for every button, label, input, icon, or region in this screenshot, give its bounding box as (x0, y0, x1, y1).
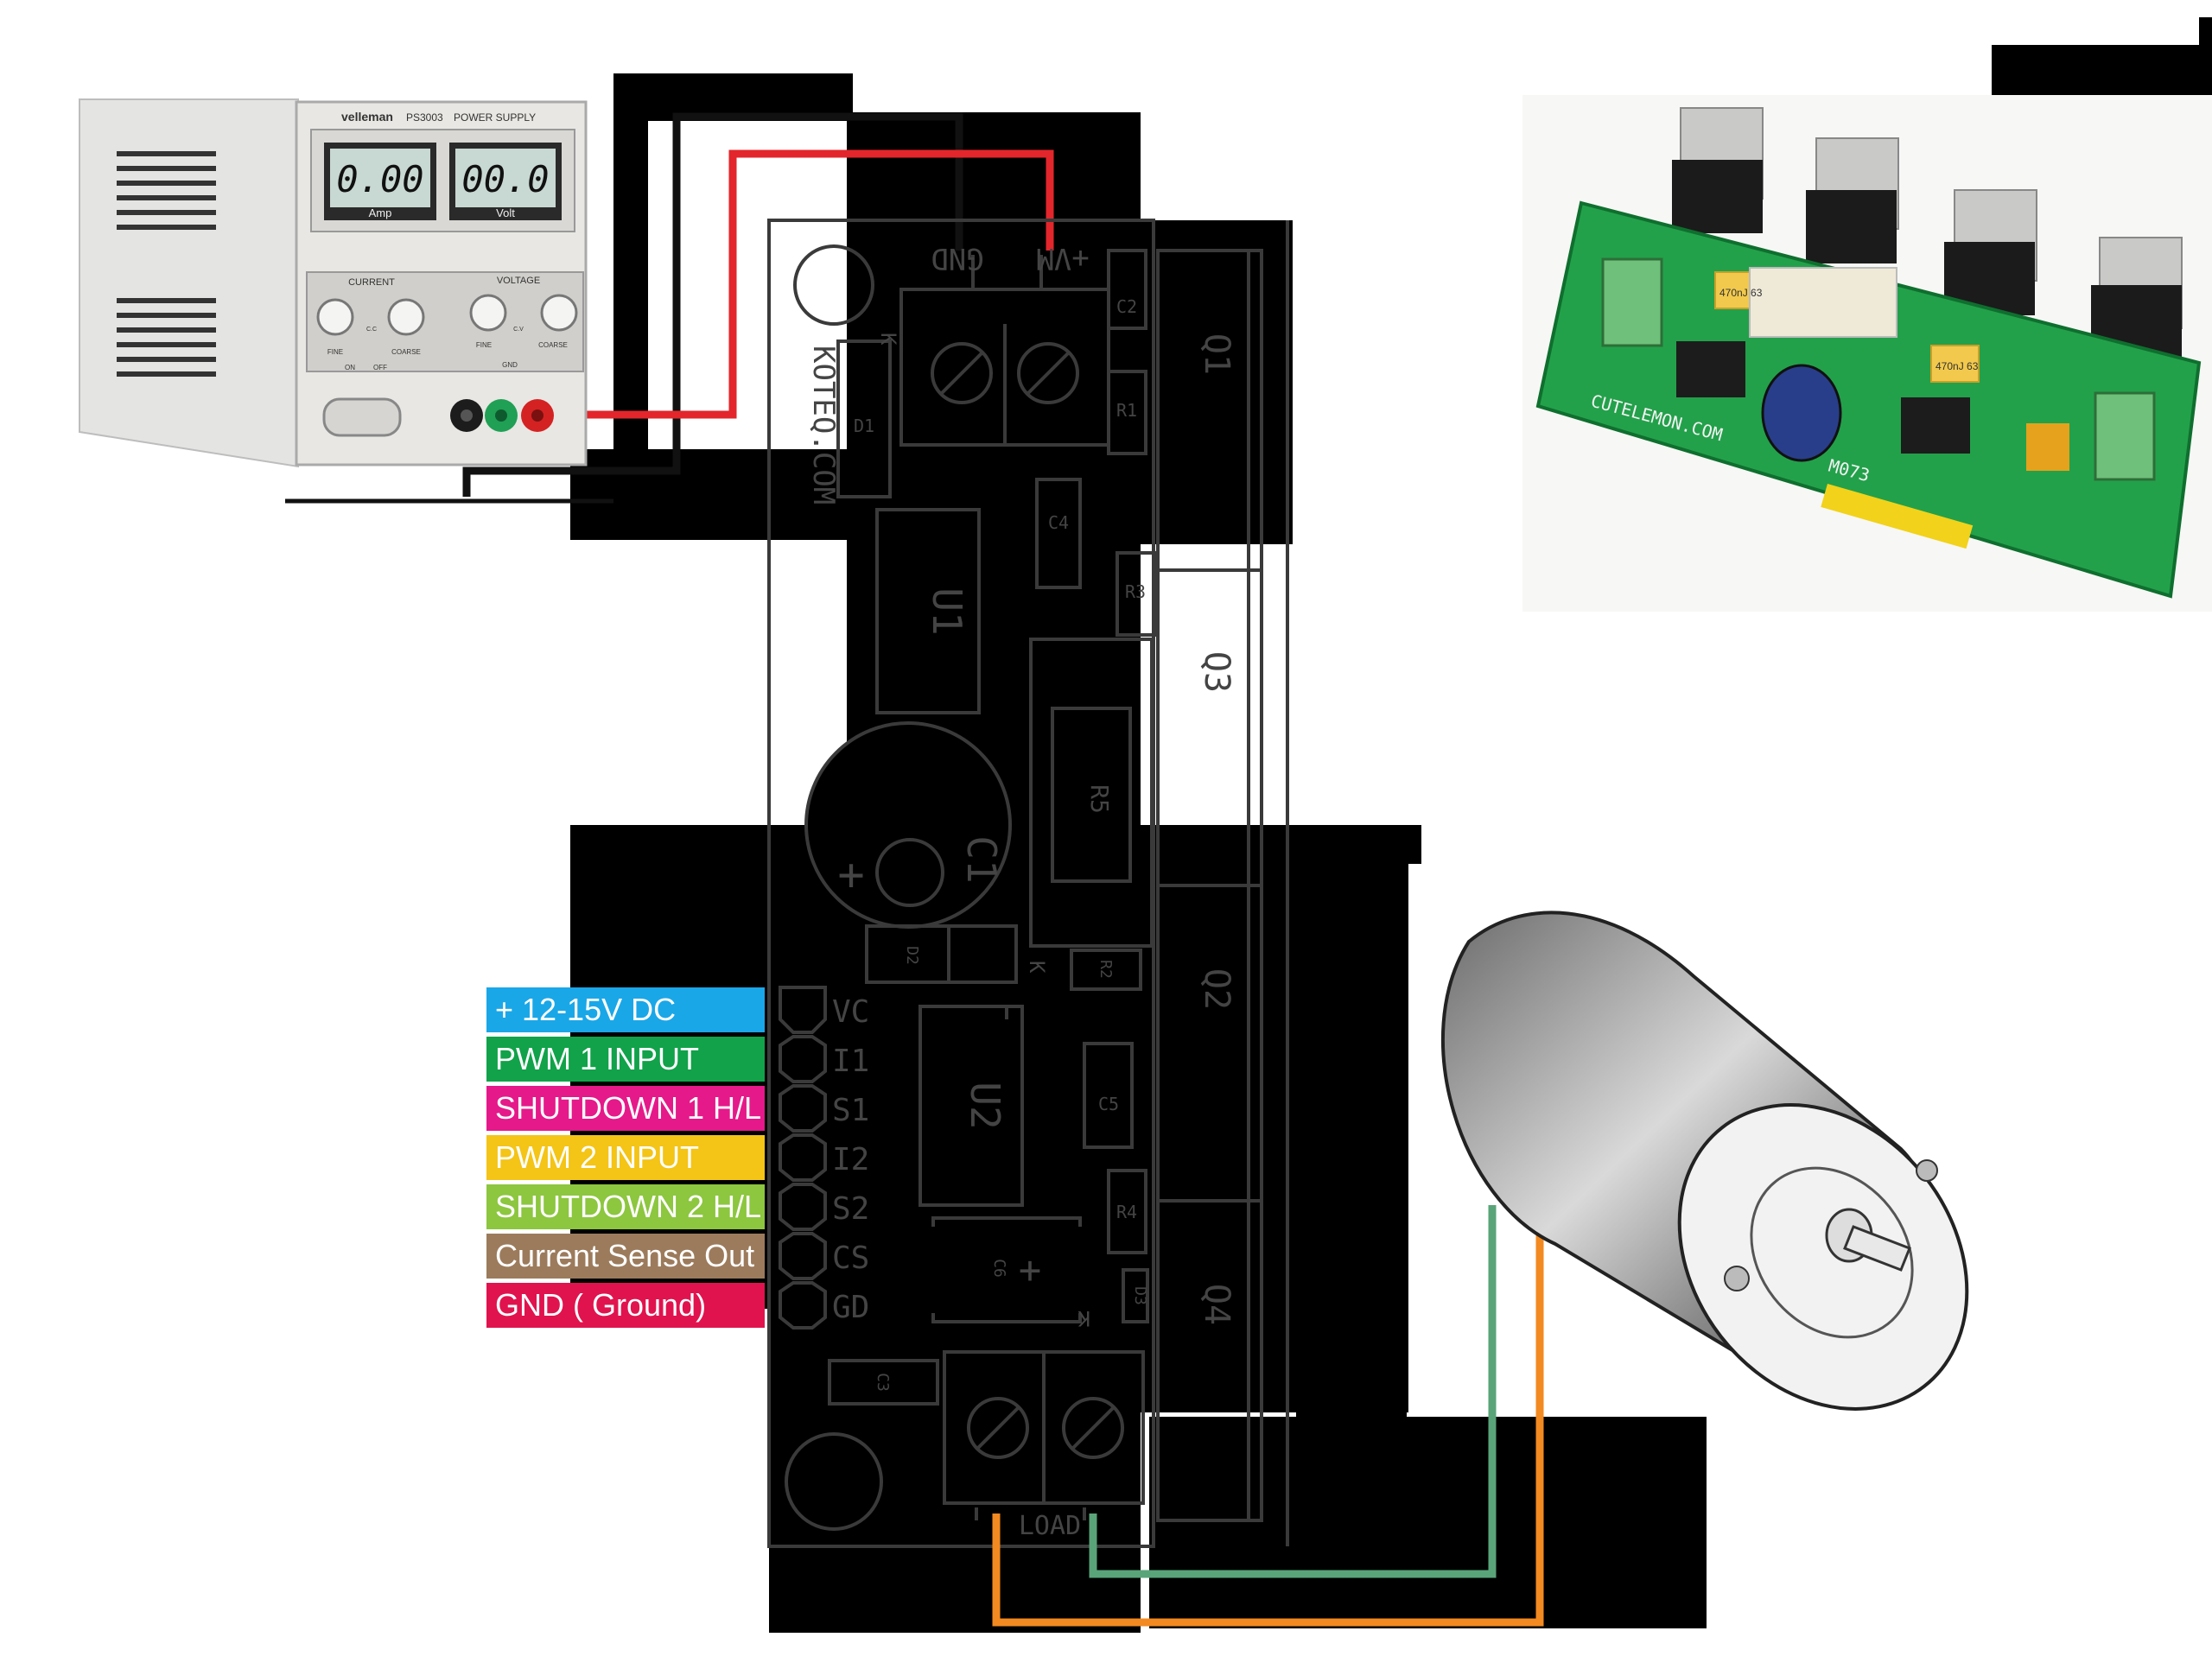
label-q4: Q4 (1197, 1284, 1236, 1325)
orange-wire (992, 1231, 1544, 1627)
black-wire (462, 112, 963, 497)
psu-voltage-label: VOLTAGE (497, 276, 540, 286)
k-mark-c6: K (1077, 1306, 1090, 1330)
pin-gd: GD (832, 1290, 869, 1325)
pin-label-text: GND ( Ground) (495, 1287, 707, 1323)
pin-label-color (486, 1086, 765, 1131)
header-pins (779, 986, 827, 1329)
pin-cs: CS (832, 1241, 869, 1276)
motor-wires (992, 1205, 1544, 1627)
psu-amp-display: 0.00 (336, 158, 423, 200)
pin-label-color (486, 1234, 765, 1279)
pin-label-row: GND ( Ground) (486, 1283, 765, 1328)
psu-gnd-label: GND (502, 361, 518, 369)
label-d1: D1 (854, 416, 874, 436)
label-d3: D3 (1131, 1286, 1149, 1305)
pin-label-text: SHUTDOWN 2 H/L (495, 1189, 762, 1224)
label-u2: U2 (962, 1082, 1008, 1129)
label-c2: C2 (1116, 296, 1137, 317)
label-q2: Q2 (1197, 968, 1236, 1010)
black-backdrop (570, 17, 2212, 1633)
psu-cc-label: C.C (366, 327, 377, 333)
label-c6: C6 (990, 1259, 1008, 1278)
plus-c6: + (1019, 1248, 1042, 1292)
pin-label-color (486, 1184, 765, 1229)
pin-label-row: PWM 2 INPUT (486, 1135, 765, 1180)
plus-c1: + (837, 849, 864, 901)
psu-on-label: ON (345, 364, 355, 371)
pin-label-row: + 12-15V DC (486, 987, 765, 1032)
label-r3: R3 (1125, 581, 1146, 602)
label-c3: C3 (874, 1373, 892, 1392)
label-r5: R5 (1085, 784, 1114, 814)
label-q1: Q1 (1197, 333, 1236, 375)
pin-label-row: SHUTDOWN 1 H/L (486, 1086, 765, 1131)
psu-vents (117, 151, 216, 377)
pin-label-text: SHUTDOWN 1 H/L (495, 1090, 762, 1126)
pcb-board (767, 219, 1289, 1548)
psu-coarse-label-1: COARSE (391, 348, 421, 356)
label-c1: C1 (958, 835, 1005, 883)
pin-label-color (486, 987, 765, 1032)
power-supply-image: 0.00 00.0 Amp Volt velleman PS3003 POWER… (79, 98, 588, 468)
terminal-vm-label: +VM (1036, 241, 1089, 276)
psu-fine-label-1: FINE (327, 348, 343, 356)
pin-label-text: PWM 1 INPUT (495, 1041, 700, 1076)
label-r1: R1 (1116, 400, 1137, 421)
psu-volt-display: 00.0 (461, 158, 549, 200)
label-c4: C4 (1048, 512, 1069, 533)
dc-motor-image (1441, 911, 1969, 1411)
pin-i1: I1 (832, 1044, 869, 1079)
pin-label-row: Current Sense Out (486, 1234, 765, 1279)
label-r4: R4 (1116, 1202, 1137, 1222)
psu-power-switch (322, 397, 402, 437)
k-mark-d2: K (1025, 961, 1049, 974)
pin-vc: VC (832, 994, 869, 1030)
label-q3: Q3 (1197, 651, 1236, 693)
label-u1: U1 (924, 587, 970, 635)
label-r2: R2 (1096, 960, 1115, 979)
header-pin-labels: VC I1 S1 I2 S2 CS GD (832, 994, 869, 1325)
pin-label-text: PWM 2 INPUT (495, 1139, 700, 1175)
psu-title: POWER SUPPLY (454, 111, 536, 124)
c1-capacitor (804, 721, 1012, 929)
silk-brand: KOTEQ.COM (806, 346, 841, 505)
pin-label-text: Current Sense Out (495, 1238, 755, 1273)
pin-s2: S2 (832, 1191, 869, 1227)
psu-knobs (316, 294, 578, 336)
pin-label-row: PWM 1 INPUT (486, 1037, 765, 1082)
label-c5: C5 (1098, 1094, 1119, 1114)
screw-terminals (931, 342, 1124, 1459)
load-label: LOAD (1019, 1511, 1081, 1541)
psu-brand: velleman (341, 110, 393, 124)
psu-fine-label-2: FINE (476, 341, 492, 349)
pin-label-color (486, 1135, 765, 1180)
pin-label-row: SHUTDOWN 2 H/L (486, 1184, 765, 1229)
pin-label-text: + 12-15V DC (495, 992, 677, 1027)
pin-label-color (486, 1283, 765, 1328)
psu-off-label: OFF (373, 364, 387, 371)
psu-volt-label: Volt (496, 206, 515, 219)
terminal-gnd-label: GND (931, 241, 983, 276)
psu-wires (285, 112, 1054, 504)
k-mark-top: K (876, 333, 900, 346)
label-d2: D2 (903, 946, 921, 965)
board-cap-label: 470nJ 63 (1719, 287, 1763, 299)
psu-amp-label: Amp (369, 206, 392, 219)
pin-i2: I2 (832, 1142, 869, 1177)
board-photo-image: CUTELEMON.COM M073 470nJ 63 470nJ 63 (1522, 95, 2212, 612)
pin-s1: S1 (832, 1093, 869, 1128)
board-cap-label-2: 470nJ 63 (1936, 360, 1979, 372)
psu-cv-label: C.V (513, 327, 524, 333)
psu-current-label: CURRENT (348, 277, 395, 288)
red-wire (540, 149, 1054, 419)
pcb-silkscreen: GND +VM KOTEQ.COM K K K C2 R1 R3 C4 R2 C… (806, 241, 1236, 1541)
psu-model: PS3003 (406, 111, 443, 124)
pin-label-color (486, 1037, 765, 1082)
psu-coarse-label-2: COARSE (538, 341, 568, 349)
green-wire (1089, 1205, 1497, 1578)
